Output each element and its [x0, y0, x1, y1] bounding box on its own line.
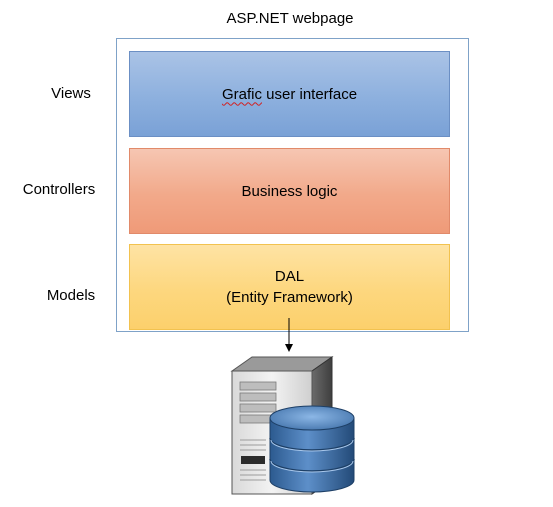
misspelled-word: Grafic [221, 85, 262, 103]
models-layer-box: DAL (Entity Framework) [129, 244, 450, 330]
controllers-layer-text: Business logic [241, 182, 338, 200]
connector-arrow [285, 318, 293, 352]
models-layer-line2: (Entity Framework) [226, 289, 353, 306]
controllers-layer-box: Business logic [129, 148, 450, 234]
models-label: Models [46, 287, 96, 304]
database-icon [269, 405, 355, 493]
container-title: ASP.NET webpage [226, 10, 354, 27]
views-layer-box: Grafic user interface [129, 51, 450, 137]
views-layer-text-rest: user interface [261, 85, 358, 103]
views-layer-text: Grafic user interface [222, 84, 357, 105]
controllers-label: Controllers [22, 181, 96, 198]
models-layer-line1: DAL [274, 268, 305, 285]
views-label: Views [51, 85, 91, 102]
